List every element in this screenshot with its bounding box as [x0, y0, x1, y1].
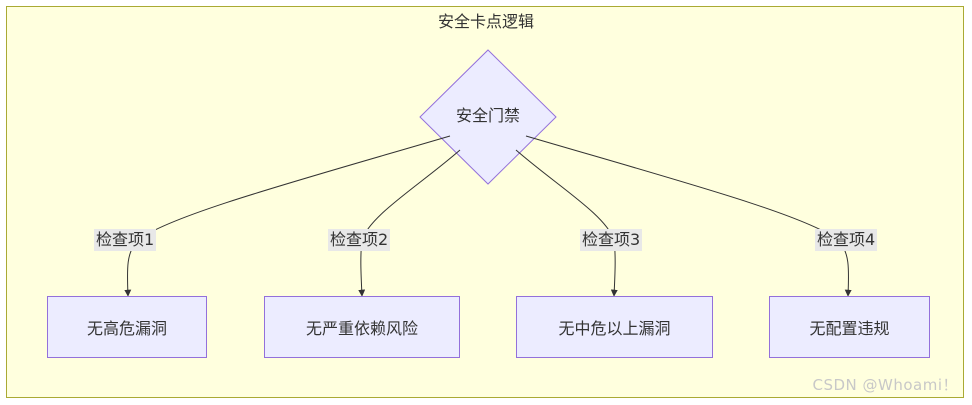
- edge-4: [525, 135, 852, 297]
- node-no-medium-plus-vuln: 无中危以上漏洞: [516, 296, 713, 358]
- node-no-config-violation: 无配置违规: [769, 296, 930, 358]
- edge-label-2: 检查项2: [328, 229, 391, 251]
- edge-label-3: 检查项3: [580, 229, 643, 251]
- decision-label: 安全门禁: [455, 106, 520, 125]
- node-no-high-risk-vuln: 无高危漏洞: [47, 296, 207, 358]
- edge-1: [124, 135, 451, 297]
- node-no-severe-dependency-risk: 无严重依赖风险: [264, 296, 460, 358]
- edge-label-4: 检查项4: [815, 229, 878, 251]
- decision-diamond: [419, 49, 557, 185]
- subgraph-title: 安全卡点逻辑: [437, 12, 534, 31]
- edge-2: [358, 149, 461, 297]
- edge-label-1: 检查项1: [94, 229, 157, 251]
- watermark: CSDN @Whoami！: [812, 376, 958, 394]
- edge-3: [515, 149, 618, 297]
